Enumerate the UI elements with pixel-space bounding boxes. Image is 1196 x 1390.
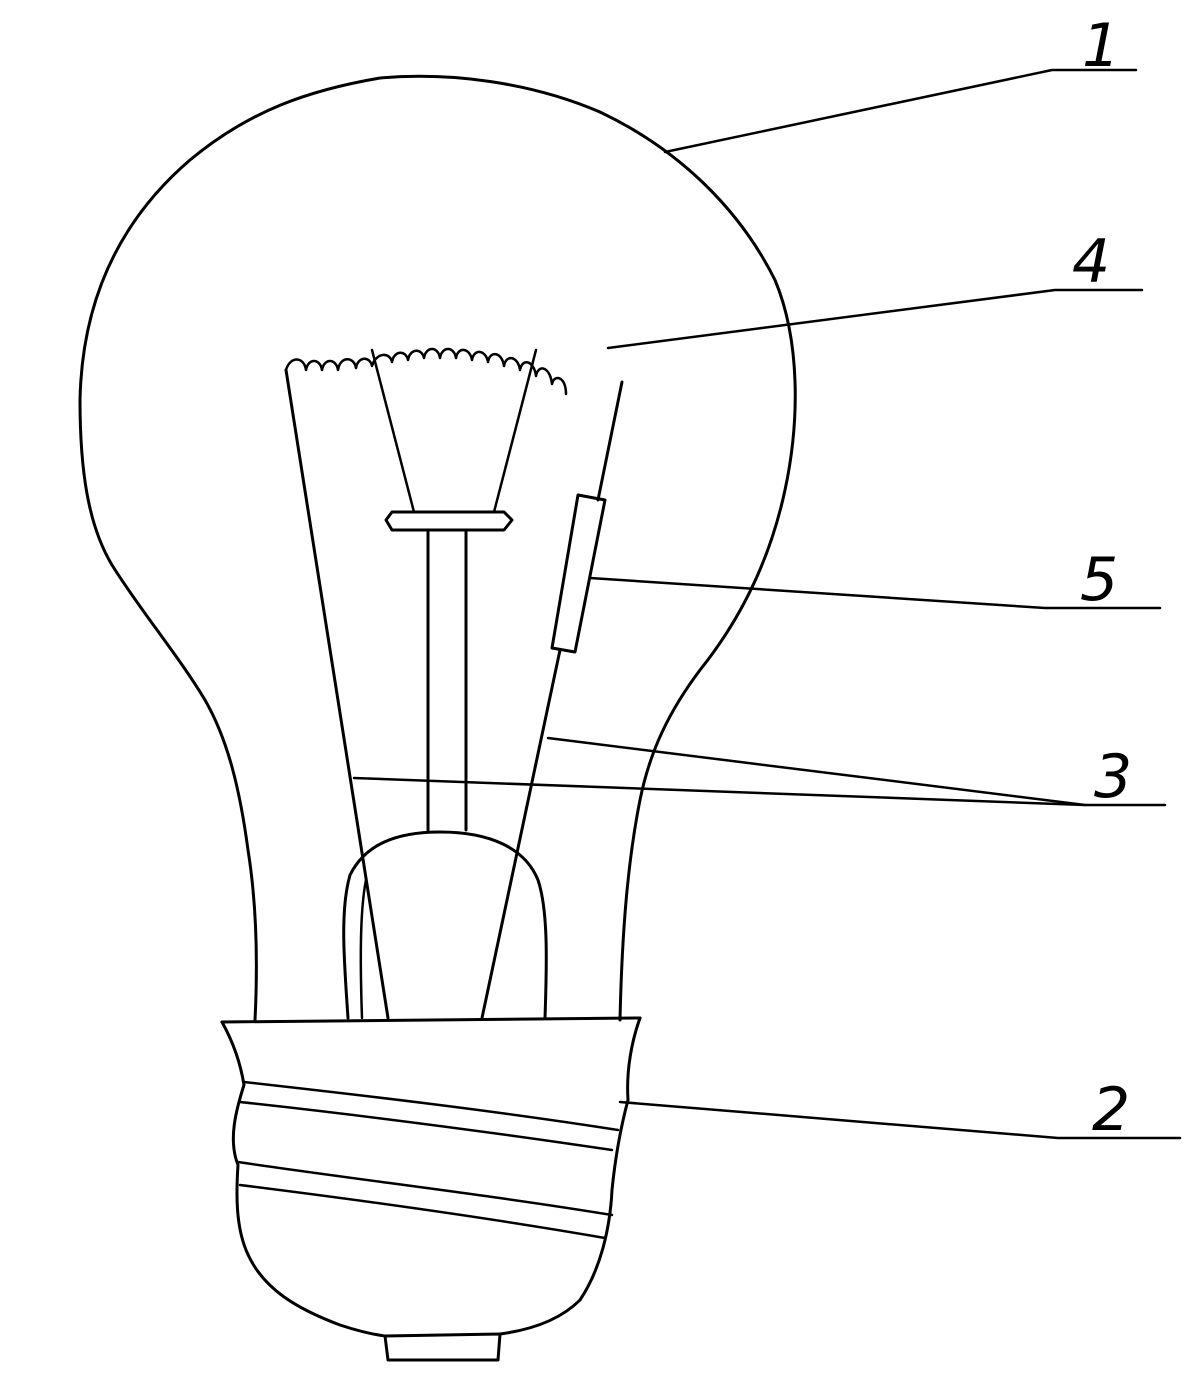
lead-wire-right-lower [480,648,562,1020]
callout-number-4: 4 [1072,227,1110,297]
filament-coil [284,347,568,396]
callout-number-3: 3 [1094,742,1132,812]
leader-line-4 [606,288,1144,350]
base-rim [220,1016,642,1024]
fuse-element [550,493,607,654]
glass-bulb-outline [78,74,797,1022]
leader-line-5 [588,576,1162,610]
base-thread-1-bottom [238,1100,614,1152]
lead-wire-right-upper [596,380,624,502]
base-thread-1-top [242,1080,620,1132]
support-wire-right [492,348,538,514]
lead-wires [284,368,624,1020]
base-thread-2-top [236,1160,614,1217]
leader-line-3b [352,776,1167,807]
base-right-edge [498,1016,642,1336]
support-wire-left [370,348,416,514]
callout-number-2: 2 [1092,1075,1130,1145]
leader-line-3a [546,736,1087,807]
leader-line-2 [618,1100,1182,1140]
lead-wire-left [284,368,390,1020]
base-contact-tip [383,1332,502,1362]
stem-dome [342,830,548,1020]
base-left-edge [220,1020,387,1338]
stem-button [384,510,514,532]
callout-number-5: 5 [1080,545,1118,615]
stem-inner-left [359,878,368,1020]
callout-number-1: 1 [1082,11,1120,81]
screw-base [220,1016,642,1362]
leader-lines [352,68,1182,1140]
glass-stem [342,510,548,1020]
leader-line-1 [663,68,1138,154]
base-thread-2-bottom [238,1183,607,1240]
